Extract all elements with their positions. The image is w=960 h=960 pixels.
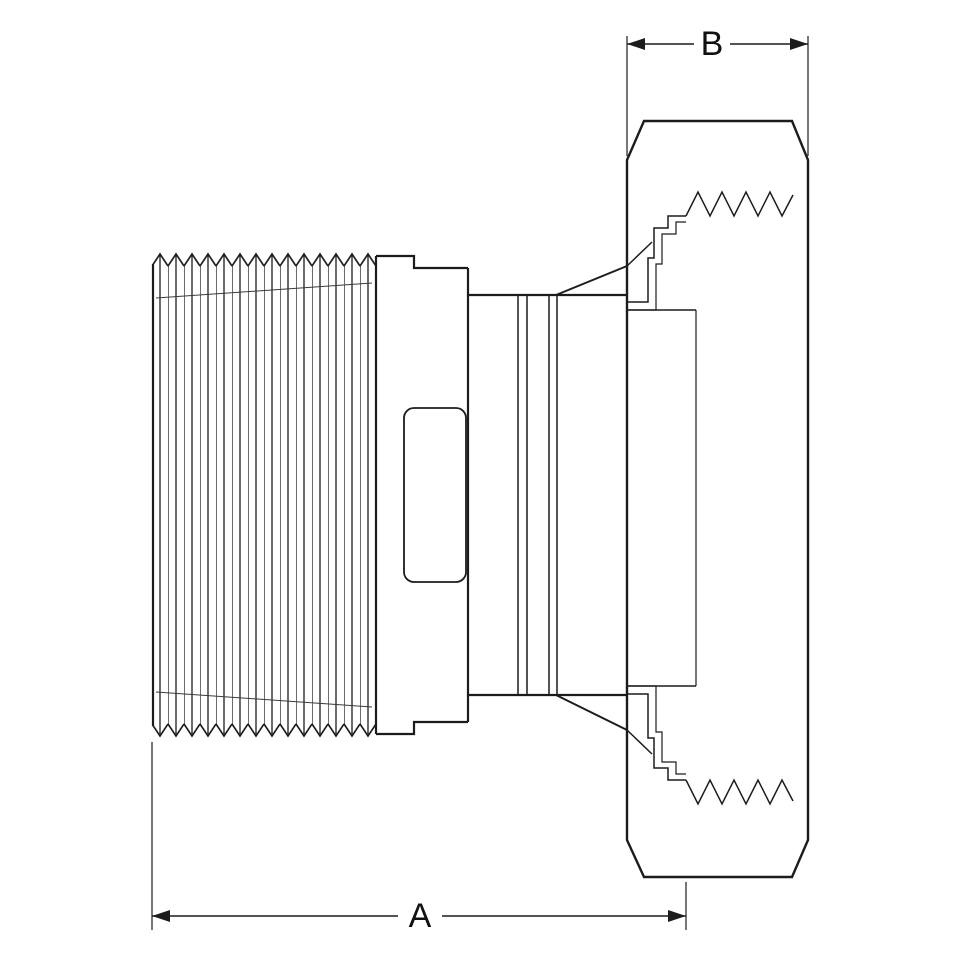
insert-step-top-inner	[627, 221, 686, 311]
collar-bottom-step	[376, 720, 468, 736]
flare-cone-bottom	[555, 694, 628, 731]
dim-a-arrow-left	[152, 910, 170, 922]
dim-a-label: A	[409, 897, 432, 935]
dim-b-arrow-right	[790, 38, 808, 50]
flare-cone-top-inner	[626, 241, 653, 267]
flare-cone-top	[555, 265, 628, 296]
insert-step-top-outer	[627, 215, 686, 303]
dim-b-arrow-left	[627, 38, 645, 50]
collar-top-step	[376, 254, 468, 270]
dimension-b: B	[626, 25, 809, 156]
nut-outline	[625, 119, 810, 879]
male-thread-section	[151, 252, 378, 738]
thread-taper-line-bottom	[155, 691, 373, 708]
internal-thread-zigzag-top	[685, 190, 794, 218]
swivel-nut	[625, 119, 810, 879]
dim-a-arrow-right	[668, 910, 686, 922]
dimension-a: A	[151, 742, 687, 935]
insert-step-bottom-outer	[627, 693, 686, 781]
flare-cone-bottom-inner	[626, 729, 653, 755]
wrench-flat-window	[403, 407, 467, 583]
body-neck	[468, 241, 653, 755]
internal-thread-zigzag-bottom	[685, 778, 794, 806]
thread-taper-line-top	[155, 282, 373, 299]
thread-hatch	[152, 252, 376, 738]
dim-b-label: B	[701, 25, 724, 63]
hex-collar	[376, 254, 470, 736]
insert-step-bottom-inner	[627, 685, 686, 775]
